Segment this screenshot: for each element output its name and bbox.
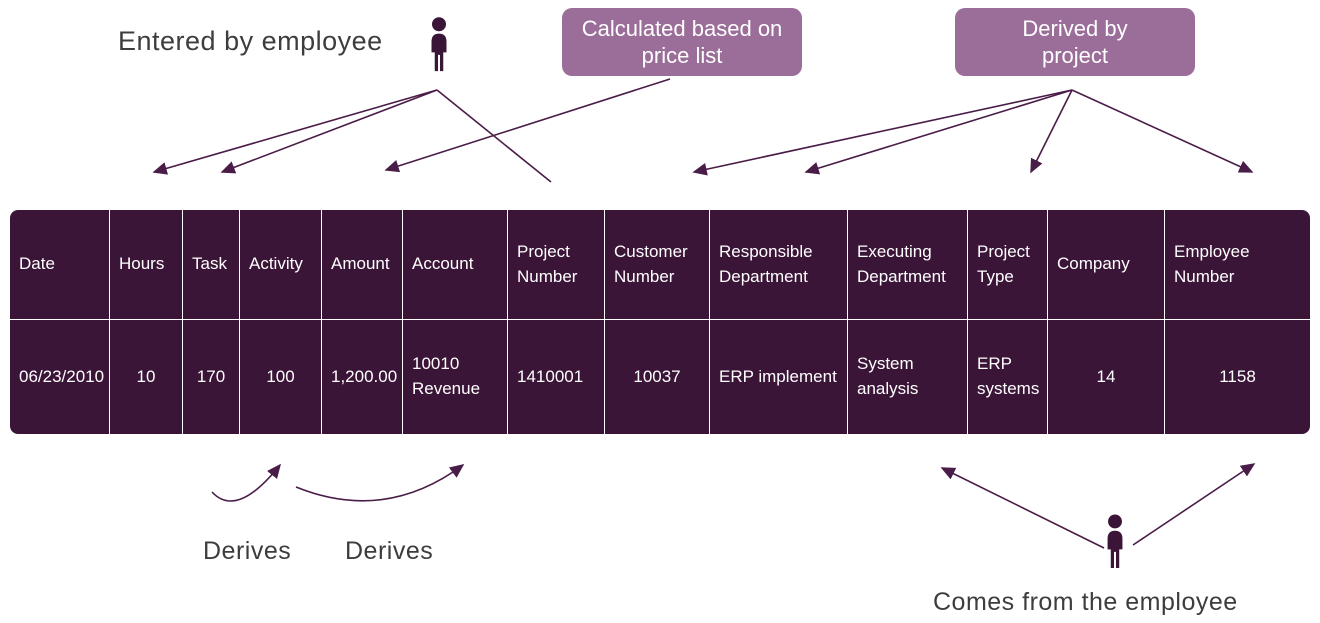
header-customer-number: Customer Number [605, 210, 710, 320]
arrow-entered-to-account [436, 89, 552, 183]
derives-label-right: Derives [345, 537, 434, 565]
derived-by-project-callout: Derived by project [955, 8, 1195, 76]
value-customer-number: 10037 [605, 320, 710, 434]
arrow-derived-to-project-type [1030, 89, 1073, 174]
header-account: Account [403, 210, 508, 320]
table-data-row: 06/23/2010 10 170 100 1,200.00 10010 Rev… [10, 320, 1310, 434]
derives-label-left: Derives [203, 537, 292, 565]
person-icon [1100, 514, 1130, 576]
header-date: Date [10, 210, 110, 320]
person-icon [424, 16, 454, 80]
calculated-callout-text: Calculated based on price list [581, 15, 783, 69]
entered-by-employee-label: Entered by employee [118, 26, 383, 56]
table-header-row: Date Hours Task Activity Amount Account … [10, 210, 1310, 320]
person-icon [1107, 514, 1123, 568]
person-icon [431, 17, 447, 72]
arrow-derives-task-to-activity [211, 463, 281, 502]
header-responsible-department: Responsible Department [710, 210, 848, 320]
header-amount: Amount [322, 210, 403, 320]
arrow-employee-to-company [940, 467, 1105, 549]
arrow-derived-to-executing-department [804, 89, 1073, 175]
value-executing-department: System analysis [848, 320, 968, 434]
timesheet-record-table: Date Hours Task Activity Amount Account … [10, 210, 1310, 434]
value-employee-number: 1158 [1219, 366, 1256, 386]
arrow-entered-to-date [152, 89, 438, 175]
value-responsible-department: ERP implement [710, 320, 848, 434]
value-project-type: ERP systems [968, 320, 1048, 434]
header-activity: Activity [240, 210, 322, 320]
header-task: Task [183, 210, 240, 320]
value-date: 06/23/2010 [10, 320, 110, 434]
calculated-based-on-price-list-callout: Calculated based on price list [562, 8, 802, 76]
header-executing-department: Executing Department [848, 210, 968, 320]
value-project-number: 1410001 [508, 320, 605, 434]
header-project-type: Project Type [968, 210, 1048, 320]
arrow-calculated-to-amount [384, 78, 671, 173]
arrow-employee-to-employee-number [1132, 463, 1256, 546]
value-task: 170 [183, 320, 240, 434]
arrow-derives-activity-to-account [295, 464, 465, 502]
derived-callout-text: Derived by project [1022, 15, 1128, 69]
header-hours: Hours [110, 210, 183, 320]
header-employee-number: Employee Number [1165, 210, 1310, 320]
value-activity: 100 [240, 320, 322, 434]
value-amount: 1,200.00 [322, 320, 403, 434]
arrow-derived-to-responsible-department [692, 89, 1073, 176]
value-hours: 10 [110, 320, 183, 434]
comes-from-employee-label: Comes from the employee [933, 588, 1238, 616]
header-company: Company [1048, 210, 1165, 320]
arrow-entered-to-hours [220, 89, 438, 174]
value-company: 14 [1048, 320, 1165, 434]
value-account: 10010 Revenue [403, 320, 508, 434]
header-project-number: Project Number [508, 210, 605, 320]
arrow-derived-to-employee-number [1071, 89, 1254, 173]
